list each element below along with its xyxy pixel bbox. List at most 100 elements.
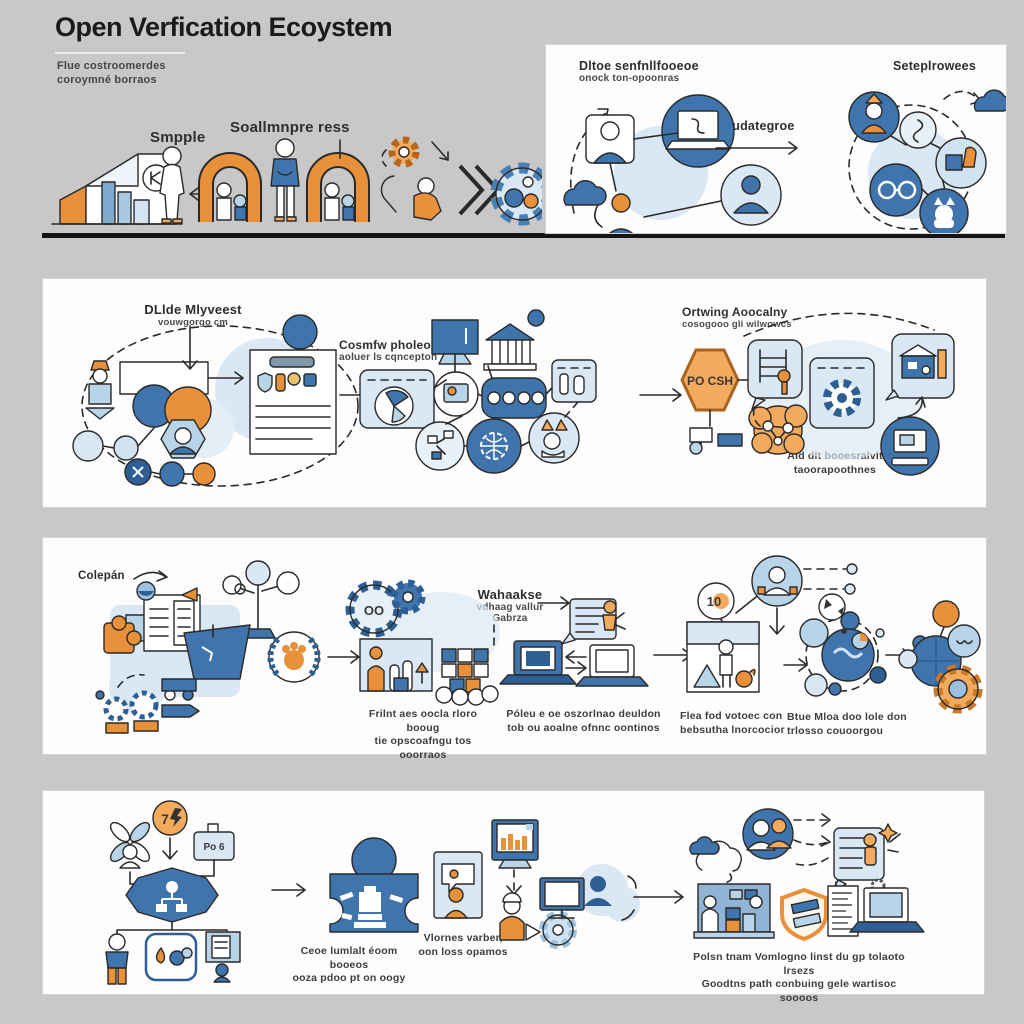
flowchart-node-icon [415, 421, 465, 471]
node-chain-icon [72, 427, 216, 487]
flow-arrow [653, 648, 692, 662]
title-underline [55, 52, 185, 54]
band3-caption3: Flea fod votoec con bebsutha lnorcocior [680, 710, 795, 737]
band4-caption3: Polsn tnam Vomlogno linst du gp tolaoto … [690, 951, 908, 1005]
band3-caption1-line1: Frilnt aes oocla rloro booug [368, 708, 478, 734]
network-cluster-icon [799, 593, 887, 697]
band2-left-heading: DLlde Mlyveest vouwgorgo cm [118, 302, 268, 328]
bag-node-icon [935, 137, 987, 189]
gear-face-icon: OO [345, 579, 426, 638]
ladder-key-bubble-icon [747, 339, 803, 410]
page-subtitle: Flue costroomerdes coroymné borraos [57, 59, 166, 87]
bolt-number: 7 [161, 811, 169, 827]
gear-animal-cluster-icon [898, 600, 983, 714]
band4-caption2-line2: oon loss opamos [418, 945, 508, 958]
subtitle-line2: coroymné borraos [57, 74, 157, 86]
laptop-blue-icon [499, 640, 577, 685]
person-node-icon [848, 91, 900, 143]
band1-illustration [51, 136, 542, 236]
avatar-tile-orange-icon [594, 193, 633, 233]
page-title: Open Verfication Ecoystem [55, 12, 393, 42]
cloud-small-icon [563, 180, 607, 206]
blue-node-icon [282, 314, 318, 350]
mini-gears-icon [95, 673, 159, 734]
scanner-icon [359, 369, 435, 429]
band2-mid-heading: Cosmfw pholeorte aoluer ls cqncepton [339, 338, 449, 363]
bottles-card-icon [551, 359, 597, 403]
band1-label-smpple: Smpple [150, 129, 206, 146]
band3-mid-label-line3: Gabrza [492, 613, 528, 624]
gear-card-icon [809, 357, 875, 429]
network-panel-heading-right: Seteplrowees [893, 59, 976, 73]
badge-10-label: 10 [707, 594, 721, 609]
band2-mid-heading-line1: Cosmfw pholeorte [339, 338, 447, 352]
band4-caption1: Ceoe lumlalt éoom booeos ooza pdoo pt on… [290, 945, 408, 986]
flow-arrow [537, 596, 570, 610]
puzzle-statue-icon [329, 837, 419, 933]
band3-mid-label: Wahaakse vdhaag vallur Gabrza [455, 587, 565, 624]
band3-caption2: Póleu e oe oszorlnao deuldon tob ou aoal… [505, 708, 662, 735]
computer-circle-icon [880, 416, 940, 476]
person-icon [159, 146, 185, 224]
subtitle-line1: Flue costroomerdes [57, 60, 166, 72]
band3-caption2-line1: Póleu e oe oszorlnao deuldon [506, 708, 661, 720]
shield-icon [780, 887, 828, 942]
molecule-stand-icon [222, 560, 300, 639]
flow-arrow [327, 650, 360, 664]
drops-tile-icon [144, 932, 198, 982]
person-circle-icon [720, 164, 782, 226]
people-box-icon [359, 638, 433, 692]
heading-left-line1: Dltoe senfnllfooeoe [579, 59, 699, 73]
band3-caption4-line2: trlosso couoorgou [787, 724, 884, 737]
band4-caption3-line2: Goodtns path conbuing gele wartisoc sooo… [701, 978, 897, 1004]
person-hat-icon [85, 360, 115, 420]
squiggle-node-icon [899, 111, 937, 149]
band4-caption2-line1: Vlornes varber, [423, 932, 503, 944]
band3-mid-label-line1: Wahaakse [477, 587, 543, 602]
band2-right-heading: Ortwing Aoocalny cosogooo gli wilwowcs [682, 305, 812, 330]
band3-mid-label-line2: vdhaag vallur [476, 602, 544, 613]
avatar-pair-icon [742, 808, 794, 860]
room-scene-icon [693, 883, 775, 939]
laptop-circle-icon [661, 94, 735, 168]
band4-caption3-line1: Polsn tnam Vomlogno linst du gp tolaoto … [693, 951, 905, 977]
growth-ramp-icon [51, 153, 183, 225]
flow-arrow [271, 883, 306, 897]
avatar-controls-icon [735, 555, 803, 614]
bank-icon [483, 309, 545, 371]
hexagon-label: PO CSH [687, 374, 733, 388]
paw-badge-icon [267, 631, 321, 683]
cloud-node-icon [973, 89, 1006, 112]
band3-caption3-line2: bebsutha lnorcocior [680, 723, 785, 736]
band3-caption3-line1: Flea fod votoec con [680, 710, 783, 722]
picture-node-icon [433, 371, 479, 417]
globe-gear-icon [466, 418, 522, 474]
divider-rule [42, 233, 1005, 238]
pill-shapes-icon [161, 678, 200, 718]
band2-left-heading-line2: vouwgorgo cm [158, 317, 228, 328]
laptop-white-icon [575, 644, 649, 687]
badge-10-icon: 10 [697, 582, 735, 622]
worker-person-icon [105, 933, 129, 985]
band2-left-heading-line1: DLlde Mlyveest [144, 302, 242, 317]
band3-left-label: Colepán [78, 570, 125, 582]
dots-pill-icon [481, 377, 547, 419]
chevron-double-icon [458, 164, 501, 216]
cube-stack-icon [435, 648, 499, 706]
cat-card-icon [528, 412, 580, 464]
band3-caption2-line2: tob ou aoalne ofnnc oontinos [507, 721, 660, 734]
orange-worker-icon [499, 892, 541, 941]
band2-right-heading-line2: cosogooo gli wilwowcs [682, 319, 792, 330]
puzzle-icon [103, 614, 153, 654]
gear-large-icon [490, 162, 542, 226]
band4-illustration: 7 Po 6 [105, 800, 925, 985]
bolt-badge-icon: 7 [152, 800, 188, 836]
band4-caption1-line1: Ceoe lumlalt éoom booeos [300, 945, 398, 971]
laptop-icon [849, 887, 925, 933]
cloud-doodle-icon [689, 836, 742, 883]
avatar-tile-icon [585, 114, 635, 164]
band2-right-heading-line1: Ortwing Aoocalny [682, 305, 788, 319]
pinwheel-people-icon [109, 821, 151, 869]
band3-caption4-line1: Btue Mloa doo lole don [787, 711, 907, 723]
devices-icon [689, 427, 743, 455]
